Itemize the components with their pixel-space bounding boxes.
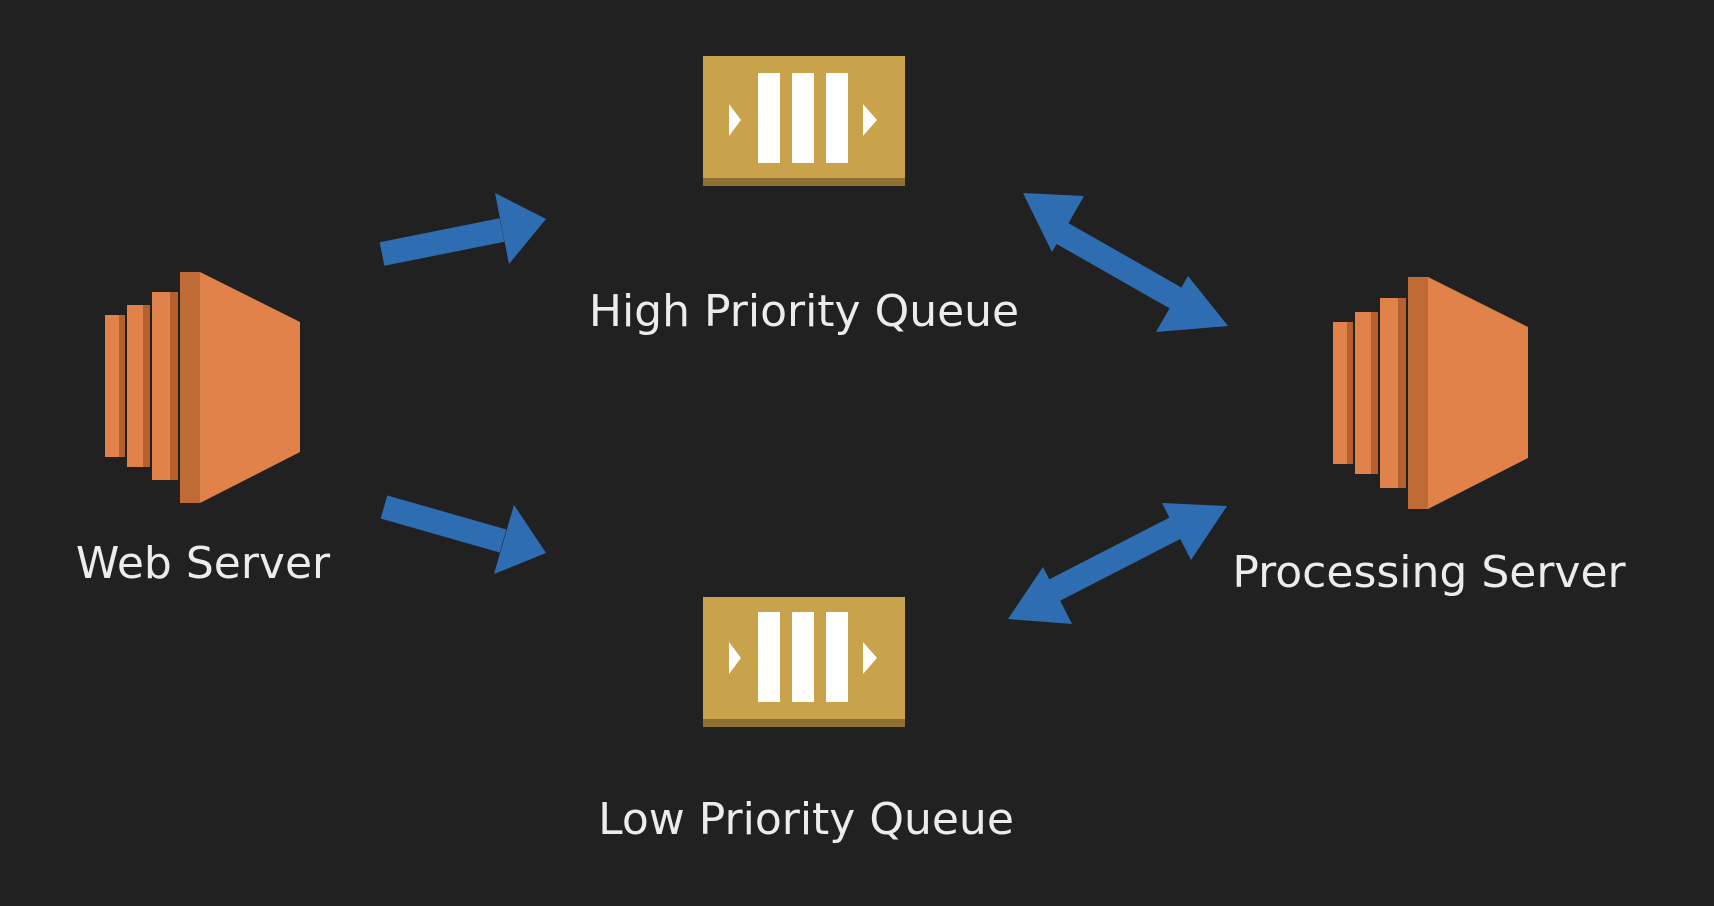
processing-server-icon — [1333, 277, 1528, 509]
low-priority-queue-label: Low Priority Queue — [598, 794, 1014, 845]
arrow-low-queue-processing-bidirectional — [1008, 503, 1227, 624]
low-priority-queue-icon — [703, 597, 905, 727]
high-priority-queue-icon — [703, 56, 905, 186]
arrow-web-to-high-queue — [379, 193, 546, 266]
high-priority-queue-label: High Priority Queue — [588, 286, 1020, 337]
arrow-web-to-low-queue — [380, 495, 546, 574]
web-server-icon — [105, 272, 300, 503]
arrow-high-queue-processing-bidirectional — [1023, 193, 1228, 332]
web-server-label: Web Server — [75, 538, 331, 589]
processing-server-label: Processing Server — [1232, 547, 1626, 598]
